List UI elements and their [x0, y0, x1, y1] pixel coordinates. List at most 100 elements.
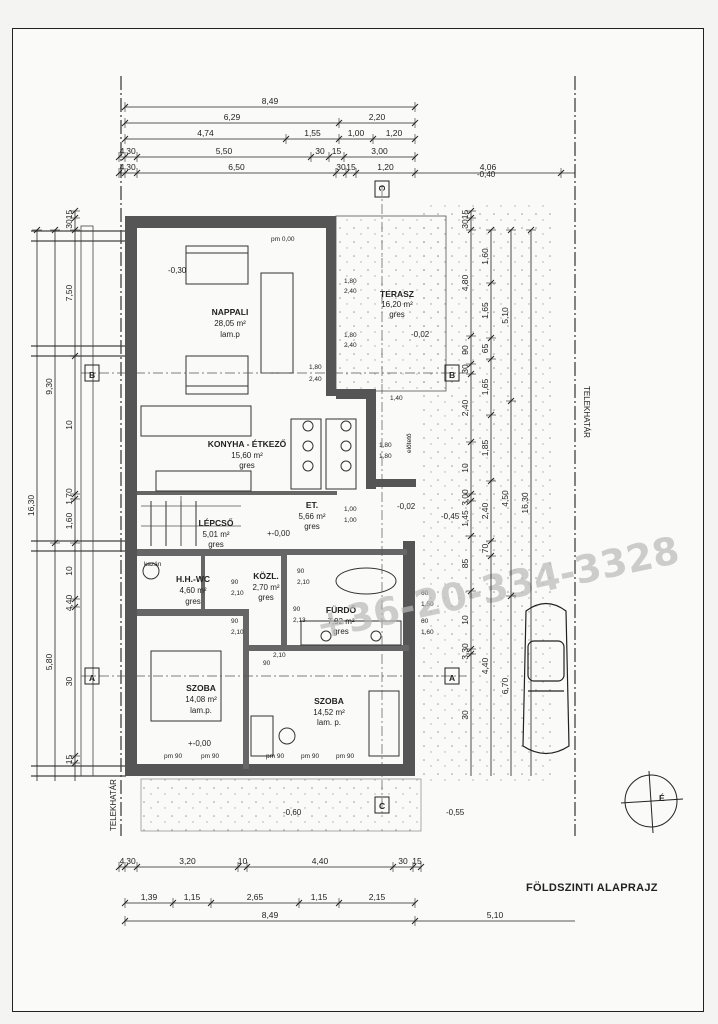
dimension-label: 10: [460, 463, 470, 473]
room-area: 5,01 m²: [202, 530, 229, 539]
svg-text:-0,40: -0,40: [477, 170, 496, 179]
dimension-label: 1,85: [480, 439, 490, 456]
dimension-label: 1,20: [377, 162, 394, 172]
room-area: 28,05 m²: [214, 319, 246, 328]
dimension-label: 2,65: [247, 892, 264, 902]
svg-text:1,80: 1,80: [379, 442, 392, 449]
svg-text:90: 90: [263, 660, 271, 667]
svg-text:-0,02: -0,02: [397, 502, 416, 511]
dimension-label: 1,65: [480, 378, 490, 395]
svg-text:+-0,00: +-0,00: [267, 529, 290, 538]
svg-text:90: 90: [231, 618, 239, 625]
sill-label: pm 90: [201, 753, 219, 760]
furniture: [140, 245, 402, 757]
dimension-label: 1,45: [460, 510, 470, 527]
floor-plan: TELEKHATÁR TELEKHATÁR: [26, 76, 684, 926]
property-line-label-left: TELEKHATÁR: [109, 779, 118, 831]
room-floor: gres: [258, 593, 274, 602]
sill-label: pm 90: [266, 753, 284, 760]
dimension-label: 1,00: [348, 128, 365, 138]
room-area: 15,60 m²: [231, 451, 263, 460]
dimension-label: 30: [315, 146, 325, 156]
svg-text:1,40: 1,40: [390, 395, 403, 402]
dim-top-row-1: 8,49: [121, 96, 419, 112]
section-markers: [84, 180, 460, 814]
dimension-label: 6,29: [224, 112, 241, 122]
compass-icon: [620, 770, 684, 834]
svg-text:1,80: 1,80: [309, 364, 322, 371]
svg-text:90: 90: [231, 579, 239, 586]
section-c-top: C: [377, 185, 387, 191]
section-a-left: A: [89, 673, 95, 683]
room-name: H.H.-WC: [176, 574, 210, 584]
canopy-label: előtető: [406, 433, 413, 453]
svg-text:-0,60: -0,60: [283, 808, 302, 817]
svg-text:1,80: 1,80: [344, 332, 357, 339]
dimension-label: 4,74: [197, 128, 214, 138]
room-name: SZOBA: [186, 683, 216, 693]
dimension-label: 3,30: [460, 643, 470, 660]
room-area: 5,66 m²: [298, 512, 325, 521]
room-floor: gres: [239, 461, 255, 470]
svg-text:1,80: 1,80: [379, 453, 392, 460]
svg-text:1,00: 1,00: [344, 506, 357, 513]
svg-text:2,40: 2,40: [344, 288, 357, 295]
dim-right-col-4: 16,30: [520, 226, 536, 776]
section-c-bottom: C: [379, 801, 385, 811]
room-floor: lam. p.: [317, 718, 341, 727]
exterior-walls: [125, 216, 416, 776]
dimension-label: 3,00: [371, 146, 388, 156]
dimension-label: 1,65: [480, 302, 490, 319]
dimension-label: 4: [120, 162, 125, 172]
dimension-label: 30: [460, 219, 470, 229]
section-a-right: A: [449, 673, 455, 683]
interior-walls: [137, 491, 409, 769]
room-floor: gres: [304, 522, 320, 531]
svg-text:2,10: 2,10: [231, 590, 244, 597]
svg-text:90: 90: [297, 568, 305, 575]
room-area: 4,60 m²: [179, 586, 206, 595]
dimension-label: 1,15: [184, 892, 201, 902]
dimension-label: 15: [64, 210, 74, 220]
sill-label: pm 0,00: [271, 236, 295, 243]
yard-area: [421, 201, 551, 781]
dimension-label: 1,39: [141, 892, 158, 902]
svg-text:+-0,00: +-0,00: [188, 739, 211, 748]
svg-text:2,40: 2,40: [344, 342, 357, 349]
dim-right-col-3: 5,104,506,70: [500, 226, 516, 776]
room-name: FÜRDŐ: [326, 604, 357, 615]
room-name: ET.: [306, 500, 318, 510]
room-name: KONYHA - ÉTKEZŐ: [208, 438, 287, 449]
room-name: NAPPALI: [212, 307, 249, 317]
dimension-label: 8,49: [262, 96, 279, 106]
dimension-label: 1,20: [386, 128, 403, 138]
dimension-label: 30: [126, 162, 136, 172]
dimension-label: 30: [126, 146, 136, 156]
section-b-right: B: [449, 370, 455, 380]
dimension-label: 10: [64, 420, 74, 430]
room-name: TERASZ: [380, 289, 414, 299]
dimension-label: 4,50: [500, 490, 510, 507]
section-lines: [81, 186, 466, 816]
room-floor: gres: [208, 540, 224, 549]
dimension-label: 4,40: [480, 657, 490, 674]
dimension-label: 5,10: [500, 307, 510, 324]
svg-text:-0,45: -0,45: [441, 512, 460, 521]
svg-text:-0,02: -0,02: [411, 330, 430, 339]
drawing-sheet: TELEKHATÁR TELEKHATÁR: [12, 28, 704, 1012]
dimension-label: 8,49: [262, 910, 279, 920]
room-area: 14,08 m²: [185, 695, 217, 704]
svg-text:2,10: 2,10: [297, 579, 310, 586]
svg-text:2,10: 2,10: [273, 652, 286, 659]
room-floor: gres: [389, 310, 405, 319]
dimension-label: 10: [460, 615, 470, 625]
dimension-label: 7,50: [64, 284, 74, 301]
dimension-label: 10: [238, 856, 248, 866]
svg-text:1,00: 1,00: [344, 517, 357, 524]
